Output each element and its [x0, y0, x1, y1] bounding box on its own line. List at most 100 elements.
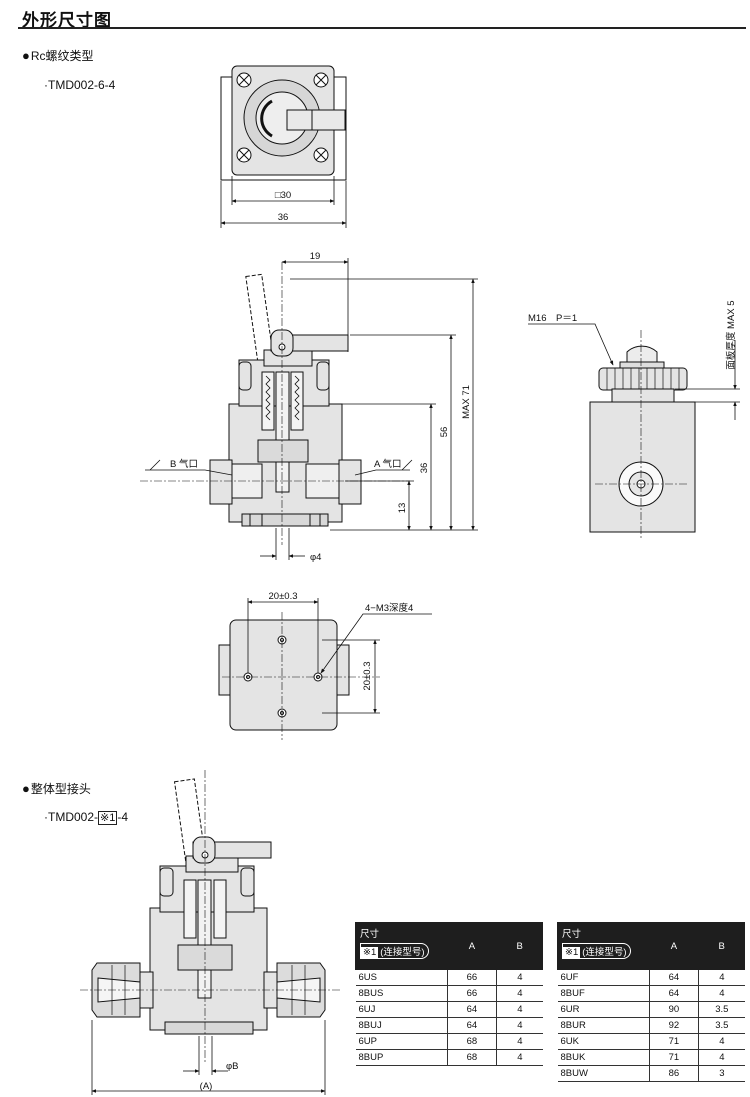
row-a: 68: [446, 1033, 498, 1050]
row-model: 6US: [355, 969, 448, 986]
row-b: 4: [496, 969, 543, 986]
dim-19: 19: [310, 251, 321, 262]
fitting-view-dims: [91, 1020, 326, 1095]
side-view-centerlines: [595, 330, 688, 540]
row-b: 3.5: [698, 1017, 745, 1034]
bottom-view-centerlines: [222, 612, 380, 740]
header-note: (连接型号): [582, 947, 627, 958]
dim-20-vertical: 20±0.3: [362, 662, 373, 691]
header-size: 尺寸 ※1(连接型号): [355, 922, 448, 970]
header-mark: ※1: [563, 947, 581, 958]
header-col-a: A: [446, 922, 498, 970]
bottom-view-dims: [247, 598, 432, 714]
dim-56: 56: [439, 427, 450, 438]
model-prefix: ·TMD002-: [44, 810, 99, 824]
bullet-icon: ●: [22, 781, 30, 796]
model-code-integral: ·TMD002-※1-4: [44, 810, 128, 825]
row-a: 90: [648, 1001, 700, 1018]
m3-tap-label: 4−M3深度4: [365, 602, 413, 614]
bullet-icon: ●: [22, 48, 30, 63]
header-size: 尺寸 ※1(连接型号): [557, 922, 650, 970]
section-rc-title: Rc螺纹类型: [30, 49, 94, 63]
table-header: 尺寸 ※1(连接型号) A B: [355, 922, 543, 970]
row-model: 8BUF: [557, 985, 650, 1002]
row-model: 6UP: [355, 1033, 448, 1050]
row-a: 71: [648, 1033, 700, 1050]
row-a: 68: [446, 1049, 498, 1066]
row-a: 64: [648, 969, 700, 986]
row-model: 8BUP: [355, 1049, 448, 1066]
top-view-dims: [220, 176, 347, 228]
dim-20-horizontal: 20±0.3: [269, 591, 298, 602]
row-model: 8BUS: [355, 985, 448, 1002]
row-model: 8BUJ: [355, 1017, 448, 1034]
header-connection-type: ※1(连接型号): [360, 943, 429, 959]
row-b: 4: [496, 1017, 543, 1034]
row-b: 4: [496, 1033, 543, 1050]
header-connection-type: ※1(连接型号): [562, 943, 631, 959]
section-rc-thread: ●Rc螺纹类型: [22, 47, 94, 64]
row-b: 4: [698, 1033, 745, 1050]
header-size-label: 尺寸: [562, 929, 582, 940]
fitting-view-centerlines: [80, 770, 340, 1062]
dim-A: (A): [200, 1081, 213, 1092]
front-view-dims: [145, 258, 478, 560]
header-size-label: 尺寸: [360, 929, 380, 940]
section-integral-title: 整体型接头: [30, 782, 91, 796]
header-note: (连接型号): [380, 947, 425, 958]
dim-13: 13: [397, 503, 408, 514]
front-view: [209, 273, 362, 527]
section-integral-fitting: ●整体型接头: [22, 780, 91, 797]
row-model: 8BUW: [557, 1065, 650, 1082]
row-model: 8BUR: [557, 1017, 650, 1034]
row-model: 6UR: [557, 1001, 650, 1018]
header-col-a: A: [648, 922, 700, 970]
table-header: 尺寸 ※1(连接型号) A B: [557, 922, 745, 970]
dim-36-height: 36: [419, 463, 430, 474]
bottom-view: [218, 619, 350, 731]
dim-square-30: □30: [275, 190, 291, 201]
row-a: 64: [648, 985, 700, 1002]
row-b: 3: [698, 1065, 745, 1082]
side-view-dims: [528, 323, 740, 420]
panel-thickness-label: 面板厚度 MAX 5: [725, 300, 737, 369]
row-b: 3.5: [698, 1001, 745, 1018]
row-model: 6UF: [557, 969, 650, 986]
row-a: 66: [446, 985, 498, 1002]
side-view: [589, 345, 696, 533]
row-b: 4: [698, 1049, 745, 1066]
header-col-b: B: [496, 922, 543, 970]
row-b: 4: [496, 985, 543, 1002]
page-title: 外形尺寸图: [22, 11, 112, 30]
row-model: 6UK: [557, 1033, 650, 1050]
row-b: 4: [698, 985, 745, 1002]
header-mark: ※1: [361, 947, 379, 958]
port-a-label: A 气口: [374, 458, 401, 470]
dim-width-36: 36: [278, 212, 289, 223]
dim-phi4: φ4: [310, 552, 321, 563]
row-model: 8BUK: [557, 1049, 650, 1066]
thread-m16-label: M16 P＝1: [528, 313, 577, 324]
row-b: 4: [496, 1001, 543, 1018]
top-view: [220, 65, 347, 181]
dim-max71: MAX 71: [461, 385, 472, 419]
model-code-rc: ·TMD002-6-4: [44, 78, 116, 92]
row-a: 86: [648, 1065, 700, 1082]
dim-phiB: φB: [226, 1061, 239, 1072]
row-a: 66: [446, 969, 498, 986]
